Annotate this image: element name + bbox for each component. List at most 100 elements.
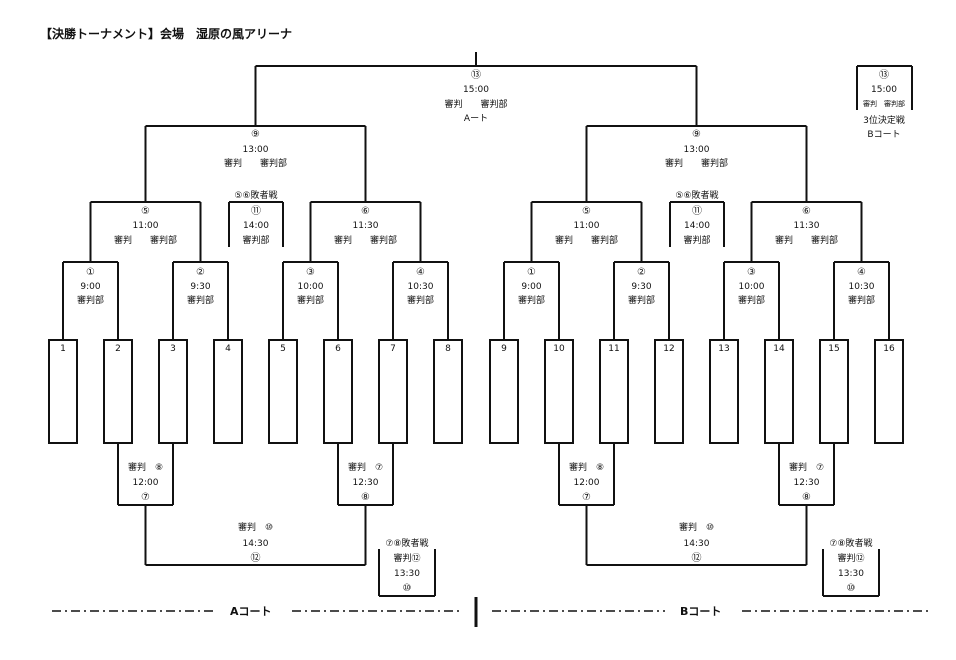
r1-ref-7: 審判部 xyxy=(738,294,765,306)
sf-ref-1: 審判 審判部 xyxy=(224,157,287,169)
r1-ref-6: 審判部 xyxy=(628,294,655,306)
third-place-title: 3位決定戦 xyxy=(863,114,905,126)
team-slot-8 xyxy=(433,339,463,444)
loser78-ref-1: 審判⑫ xyxy=(393,552,420,564)
team-slot-10 xyxy=(544,339,574,444)
loser56-time-1: 14:00 xyxy=(243,221,269,231)
third-place-time: 15:00 xyxy=(871,85,897,95)
qf-time-1: 11:00 xyxy=(133,221,159,231)
loser-r2-ref-2: 審判 ⑩ xyxy=(679,521,714,533)
r1-time-8: 10:30 xyxy=(849,282,875,292)
r1-num-1: ① xyxy=(86,267,95,278)
loser-r1-num-1: ⑦ xyxy=(141,492,150,503)
r1-ref-8: 審判部 xyxy=(848,294,875,306)
team-number-11: 11 xyxy=(608,344,619,354)
third-place-court: Bコート xyxy=(867,130,900,140)
qf-time-3: 11:00 xyxy=(574,221,600,231)
loser-r1-time-4: 12:30 xyxy=(794,478,820,488)
sf-num-2: ⑨ xyxy=(692,129,701,140)
qf-time-2: 11:30 xyxy=(353,221,379,231)
loser-r1-ref-4: 審判 ⑦ xyxy=(789,461,824,473)
final-num: ⑬ xyxy=(471,69,481,81)
r1-time-4: 10:30 xyxy=(408,282,434,292)
team-slot-12 xyxy=(654,339,684,444)
team-slot-1 xyxy=(48,339,78,444)
final-time: 15:00 xyxy=(463,85,489,95)
sf-time-1: 13:00 xyxy=(243,145,269,155)
team-number-9: 9 xyxy=(501,344,507,354)
team-slot-7 xyxy=(378,339,408,444)
loser-r1-ref-2: 審判 ⑦ xyxy=(348,461,383,473)
sf-ref-2: 審判 審判部 xyxy=(665,157,728,169)
page-title: 【決勝トーナメント】会場 湿原の風アリーナ xyxy=(40,26,292,41)
loser56-time-2: 14:00 xyxy=(684,221,710,231)
team-number-1: 1 xyxy=(60,344,66,354)
loser56-num-1: ⑪ xyxy=(251,205,261,217)
team-slot-2 xyxy=(103,339,133,444)
team-slot-9 xyxy=(489,339,519,444)
r1-time-7: 10:00 xyxy=(739,282,765,292)
r1-time-1: 9:00 xyxy=(80,282,100,292)
team-slot-16 xyxy=(874,339,904,444)
loser-r1-num-3: ⑦ xyxy=(582,492,591,503)
team-number-3: 3 xyxy=(170,344,176,354)
team-slot-11 xyxy=(599,339,629,444)
loser-r1-ref-3: 審判 ⑧ xyxy=(569,461,604,473)
team-number-14: 14 xyxy=(773,344,785,354)
loser56-title-1: ⑤⑥敗者戦 xyxy=(234,189,277,201)
qf-ref-1: 審判 審判部 xyxy=(114,234,177,246)
team-number-13: 13 xyxy=(718,344,729,354)
loser78-title-1: ⑦⑧敗者戦 xyxy=(385,537,428,549)
team-number-7: 7 xyxy=(390,344,396,354)
loser-r1-num-2: ⑧ xyxy=(361,492,370,503)
qf-num-4: ⑥ xyxy=(802,206,811,217)
final-ref: 審判 審判部 xyxy=(444,98,507,110)
loser-r2-num-1: ⑫ xyxy=(251,552,261,564)
loser78-num-2: ⑩ xyxy=(847,583,856,594)
team-slot-4 xyxy=(213,339,243,444)
r1-num-8: ④ xyxy=(857,267,866,278)
sf-num-1: ⑨ xyxy=(251,129,260,140)
team-number-5: 5 xyxy=(280,344,286,354)
loser56-title-2: ⑤⑥敗者戦 xyxy=(675,189,718,201)
r1-time-6: 9:30 xyxy=(631,282,651,292)
loser-r1-time-3: 12:00 xyxy=(574,478,600,488)
team-slot-13 xyxy=(709,339,739,444)
team-slot-3 xyxy=(158,339,188,444)
r1-ref-1: 審判部 xyxy=(77,294,104,306)
r1-ref-5: 審判部 xyxy=(518,294,545,306)
r1-time-2: 9:30 xyxy=(190,282,210,292)
loser-r1-ref-1: 審判 ⑧ xyxy=(128,461,163,473)
r1-num-2: ② xyxy=(196,267,205,278)
qf-ref-2: 審判 審判部 xyxy=(334,234,397,246)
loser56-ref-2: 審判部 xyxy=(683,234,710,246)
team-slot-5 xyxy=(268,339,298,444)
team-number-2: 2 xyxy=(115,344,121,354)
qf-num-2: ⑥ xyxy=(361,206,370,217)
r1-ref-4: 審判部 xyxy=(407,294,434,306)
r1-num-7: ③ xyxy=(747,267,756,278)
loser-r1-time-1: 12:00 xyxy=(133,478,159,488)
sf-time-2: 13:00 xyxy=(684,145,710,155)
team-slot-14 xyxy=(764,339,794,444)
team-number-16: 16 xyxy=(883,344,895,354)
qf-ref-4: 審判 審判部 xyxy=(775,234,838,246)
team-number-10: 10 xyxy=(553,344,565,354)
third-place-ref: 審判 審判部 xyxy=(863,99,905,108)
team-slots xyxy=(48,339,904,444)
loser78-ref-2: 審判⑫ xyxy=(837,552,864,564)
loser56-ref-1: 審判部 xyxy=(242,234,269,246)
loser-r2-time-2: 14:30 xyxy=(684,539,710,549)
final-court: Aート xyxy=(464,114,488,124)
bracket-lines xyxy=(62,52,913,597)
loser78-title-2: ⑦⑧敗者戦 xyxy=(829,537,872,549)
team-number-4: 4 xyxy=(225,344,231,354)
r1-num-3: ③ xyxy=(306,267,315,278)
r1-time-5: 9:00 xyxy=(521,282,541,292)
loser-r2-ref-1: 審判 ⑩ xyxy=(238,521,273,533)
team-number-8: 8 xyxy=(445,344,451,354)
court-label-b: Bコート xyxy=(680,605,721,618)
loser78-time-1: 13:30 xyxy=(394,569,420,579)
